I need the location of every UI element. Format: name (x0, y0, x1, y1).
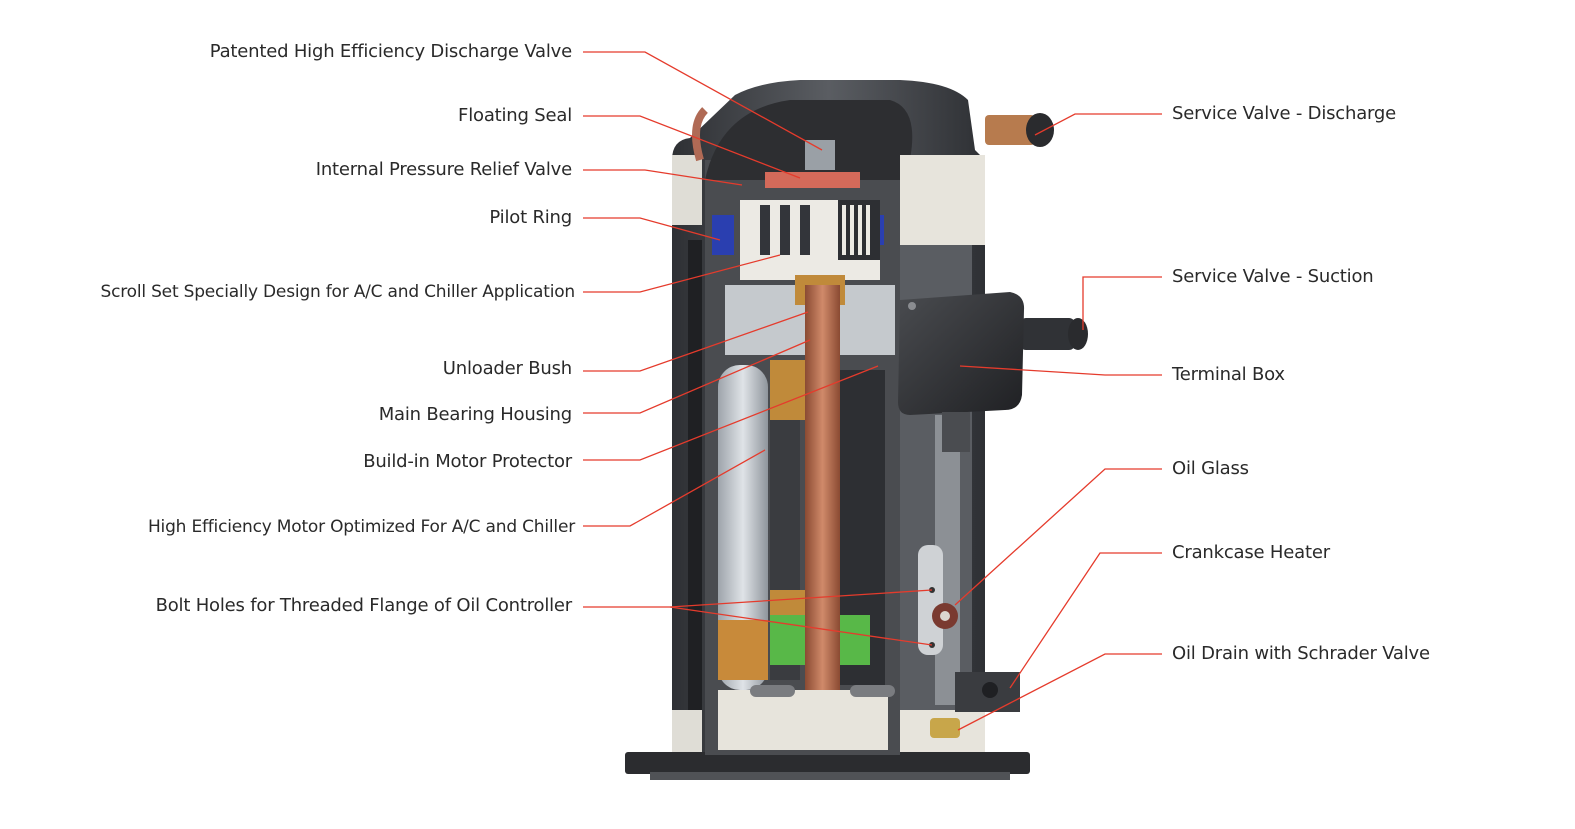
label-motor: High Efficiency Motor Optimized For A/C … (147, 517, 575, 537)
leader-motor (583, 449, 766, 527)
leader-bolt-holes-b (669, 606, 933, 646)
label-floating-seal: Floating Seal (458, 105, 572, 126)
crankshaft (805, 285, 840, 745)
discharge-valve-part (805, 140, 835, 170)
label-oil-drain: Oil Drain with Schrader Valve (1172, 643, 1430, 664)
stator-left (718, 365, 768, 690)
winding-brass-top (770, 360, 805, 420)
discharge-valve-cap (1026, 113, 1054, 147)
leader-motor-protector (583, 365, 879, 461)
discharge-valve-body (985, 115, 1035, 145)
leader-crankcase-heater (1009, 552, 1162, 689)
label-scroll-set: Scroll Set Specially Design for A/C and … (100, 282, 575, 302)
label-bolt-holes: Bolt Holes for Threaded Flange of Oil Co… (155, 595, 573, 616)
label-service-valve-discharge: Service Valve - Discharge (1172, 103, 1397, 124)
ring-left-bottom (672, 710, 702, 752)
label-oil-glass: Oil Glass (1172, 458, 1249, 479)
lower-slot-left (750, 685, 795, 697)
leader-discharge-valve (583, 51, 823, 151)
label-pilot-ring: Pilot Ring (489, 207, 572, 228)
leader-service-discharge (1034, 113, 1162, 136)
label-relief-valve: Internal Pressure Relief Valve (315, 159, 572, 180)
ring-left-top (672, 155, 702, 225)
leader-pilot-ring (583, 217, 721, 241)
leader-service-suction (1082, 276, 1162, 330)
leader-bearing-housing (583, 339, 811, 414)
label-service-valve-suction: Service Valve - Suction (1172, 266, 1374, 287)
floating-seal-part (765, 172, 860, 188)
ring-right-top (900, 155, 985, 245)
label-bearing-housing: Main Bearing Housing (378, 404, 572, 425)
label-discharge-valve: Patented High Efficiency Discharge Valve (209, 41, 572, 62)
base-plate (625, 752, 1030, 774)
scroll-set (740, 200, 880, 280)
lower-slot-right (850, 685, 895, 697)
leader-floating-seal (583, 115, 801, 179)
base-feet (650, 772, 1010, 780)
leader-unloader-bush (583, 311, 809, 372)
leader-lines (583, 51, 1162, 731)
label-crankcase-heater: Crankcase Heater (1172, 542, 1330, 563)
label-unloader-bush: Unloader Bush (442, 358, 572, 379)
suction-valve-cap (1068, 318, 1088, 350)
oil-glass-plate (918, 545, 943, 655)
oil-glass-center (940, 611, 950, 621)
suction-valve-body (1020, 318, 1075, 350)
leader-scroll-set (583, 254, 781, 293)
top-pipe (692, 107, 709, 162)
terminal-box (898, 292, 1025, 415)
oil-drain-valve (930, 718, 960, 738)
terminal-screw (908, 302, 916, 310)
leader-terminal-box (959, 365, 1162, 376)
winding-orange (718, 620, 768, 680)
heater-bolt (982, 682, 998, 698)
pilot-ring-blue (712, 215, 734, 255)
label-terminal-box: Terminal Box (1172, 364, 1285, 385)
leader-oil-drain (957, 653, 1162, 731)
terminal-gland (942, 412, 970, 452)
leader-oil-glass (954, 468, 1162, 606)
label-motor-protector: Build-in Motor Protector (363, 451, 572, 472)
shell-cut-left (688, 240, 702, 750)
leader-relief-valve (583, 169, 743, 186)
lower-section (718, 690, 888, 750)
